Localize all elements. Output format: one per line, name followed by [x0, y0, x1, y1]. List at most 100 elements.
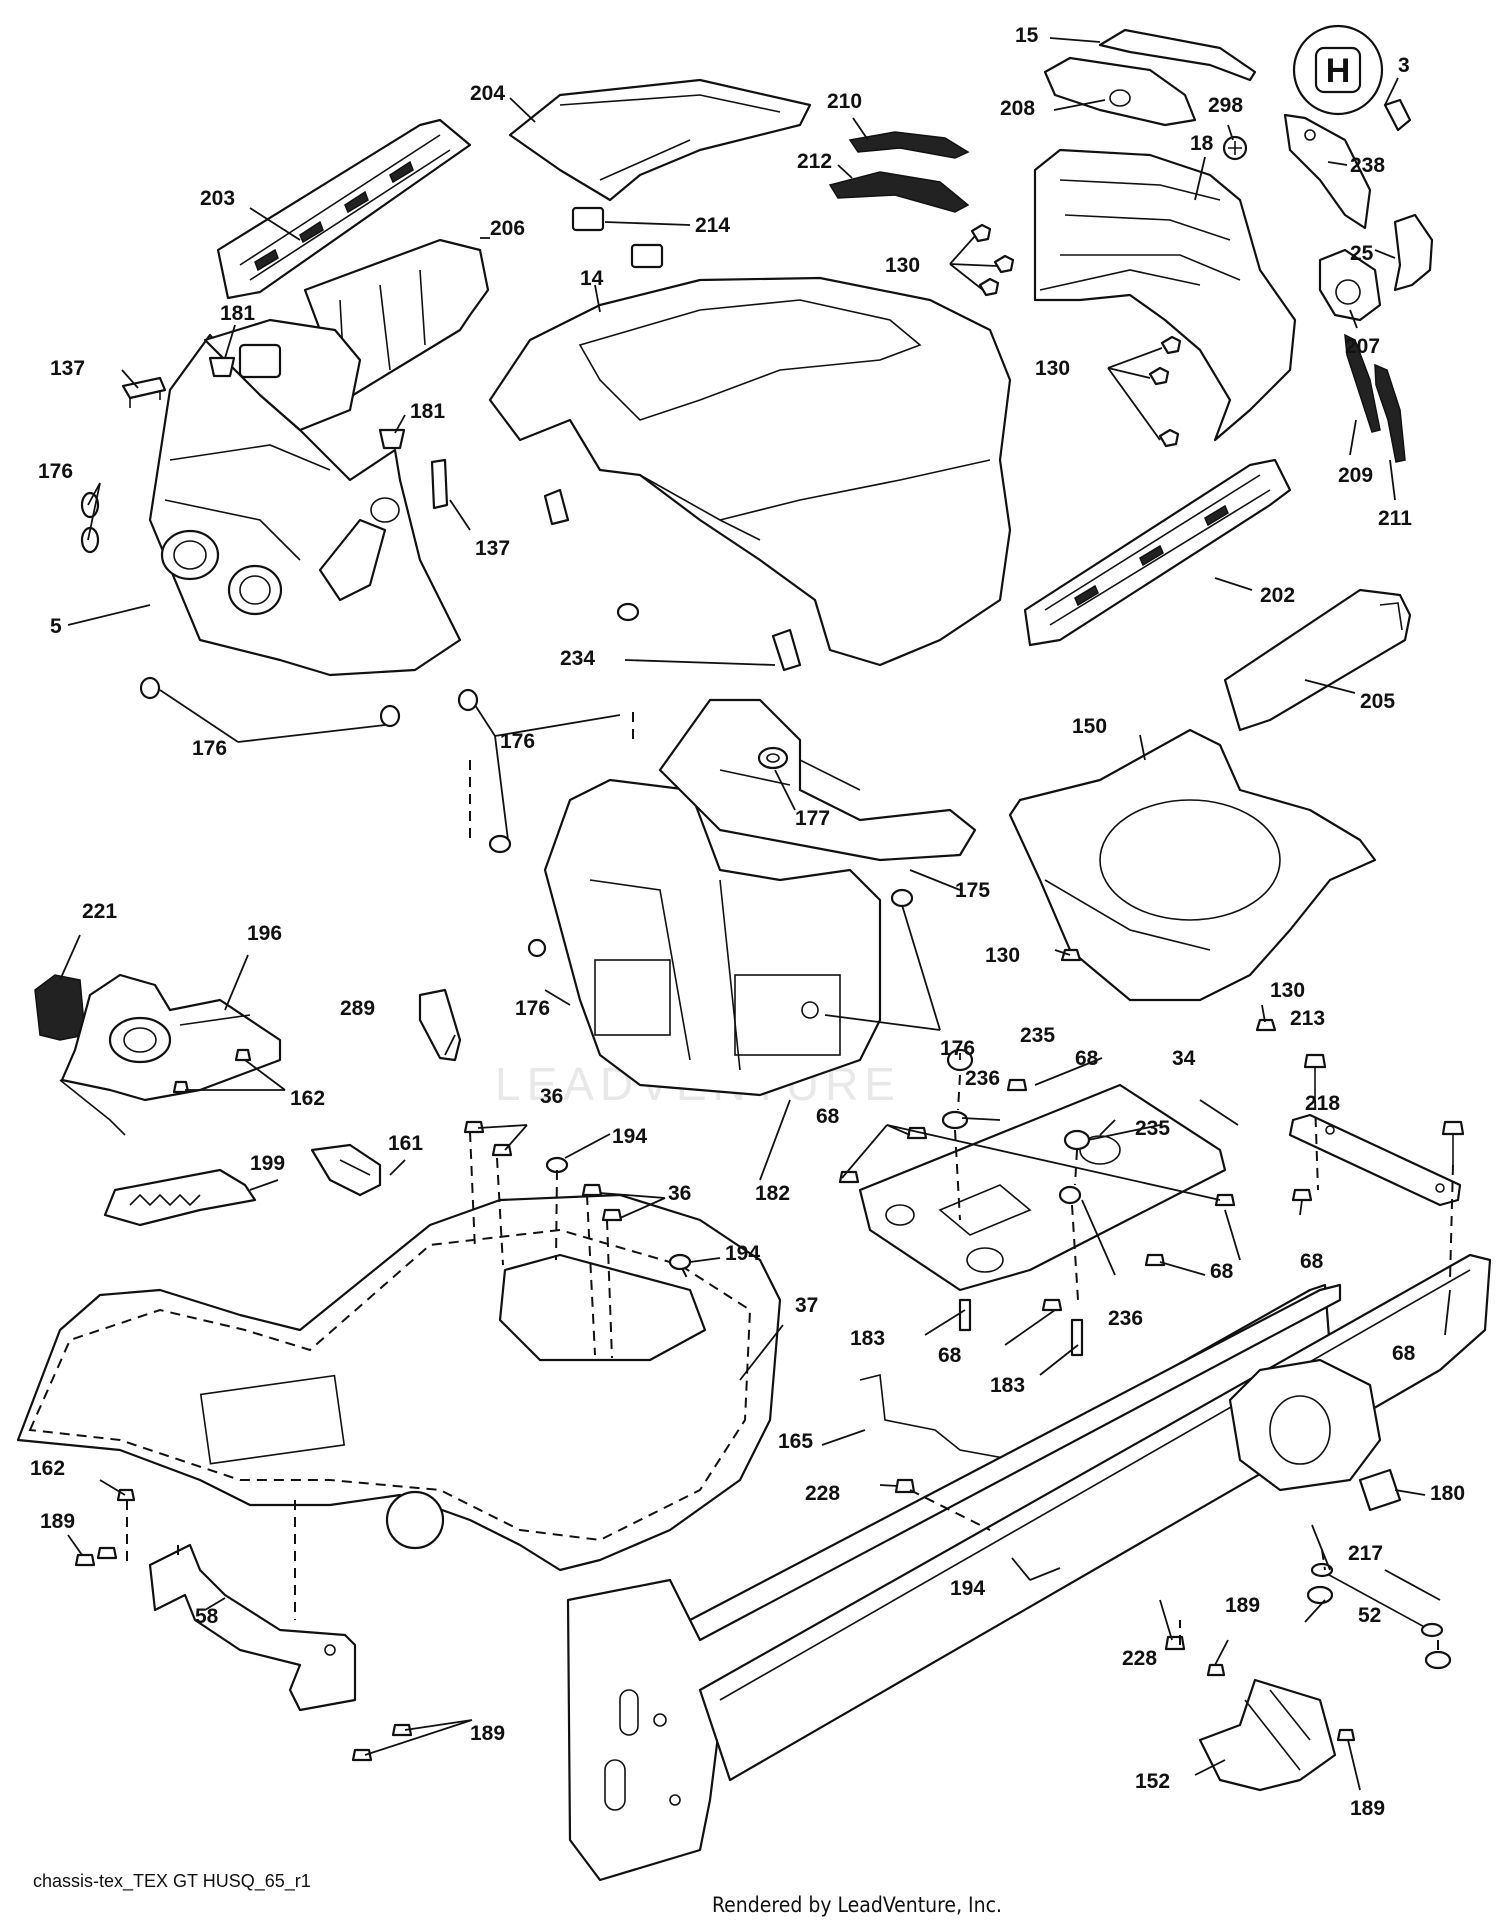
- part-183-bolts: [958, 1298, 1084, 1357]
- callout-176-d: 176: [515, 997, 550, 1020]
- callout-194-b: 194: [725, 1242, 760, 1265]
- callout-18: 18: [1190, 132, 1214, 155]
- part-14-hood: [488, 276, 1012, 667]
- part-205-panel: [1223, 588, 1412, 732]
- callout-209: 209: [1338, 464, 1373, 487]
- part-52-bushings: [1306, 1585, 1452, 1670]
- callout-176-a: 176: [38, 460, 73, 483]
- callout-235-a: 235: [1020, 1024, 1055, 1047]
- callout-175: 175: [955, 879, 990, 902]
- part-203-grille: [216, 118, 472, 300]
- part-58-bracket: [148, 1543, 357, 1712]
- callout-181-b: 181: [410, 400, 445, 423]
- part-162-screws-tank: [172, 1048, 252, 1094]
- callout-189-c: 189: [470, 1722, 505, 1745]
- part-208-headlight-bezel: [1043, 56, 1197, 127]
- part-212-grille-insert: [828, 171, 970, 213]
- logo-letter: H: [1326, 52, 1351, 90]
- part-181-clip-a: [208, 356, 236, 378]
- part-202-lower-grille: [1023, 458, 1292, 647]
- callout-5: 5: [50, 615, 62, 638]
- callout-176-e: 176: [940, 1037, 975, 1060]
- part-130-screws-upper: [970, 223, 1182, 448]
- callout-235-b: 235: [1135, 1117, 1170, 1140]
- part-218-bracket: [1288, 1113, 1462, 1207]
- part-150-underpan: [1008, 728, 1377, 1002]
- callout-25: 25: [1350, 242, 1374, 265]
- callout-211: 211: [1378, 507, 1412, 530]
- callout-36-a: 36: [540, 1085, 563, 1108]
- callout-150: 150: [1072, 715, 1107, 738]
- callout-218: 218: [1305, 1092, 1340, 1115]
- callout-14: 14: [580, 267, 604, 290]
- callout-207: 207: [1345, 335, 1380, 358]
- part-214-clips: [571, 206, 664, 269]
- callout-165: 165: [778, 1430, 813, 1453]
- callout-130-c: 130: [985, 944, 1020, 967]
- callout-238: 238: [1350, 154, 1385, 177]
- callout-176-c: 176: [500, 730, 535, 753]
- callout-183-b: 183: [990, 1374, 1025, 1397]
- callout-15: 15: [1015, 24, 1039, 47]
- part-37-footboard: [16, 1193, 782, 1572]
- callout-3: 3: [1398, 54, 1410, 77]
- callout-162-b: 162: [30, 1457, 65, 1480]
- callout-137-a: 137: [50, 357, 85, 380]
- part-238-lens: [1283, 113, 1372, 230]
- part-161-handle: [310, 1143, 382, 1197]
- callout-217: 217: [1348, 1542, 1383, 1565]
- callout-68-e: 68: [938, 1344, 962, 1367]
- callout-68-c: 68: [1300, 1250, 1324, 1273]
- part-3-emblem: [1383, 98, 1412, 132]
- part-152-cover: [1198, 1678, 1337, 1792]
- part-211-grille-strip: [1374, 363, 1406, 463]
- callout-199: 199: [250, 1152, 285, 1175]
- assembly-lines: [126, 712, 1454, 1650]
- callout-68-b: 68: [816, 1105, 840, 1128]
- callout-214: 214: [695, 214, 730, 237]
- part-137-bracket-b: [430, 458, 449, 510]
- callout-labels: 15 3 204 208 210 212 298 18 238 203 214 …: [30, 24, 1465, 1820]
- rendered-by-caption: Rendered by LeadVenture, Inc.: [712, 1893, 1002, 1917]
- part-3-logo: H: [1292, 24, 1384, 116]
- diagram-id-caption: chassis-tex_TEX GT HUSQ_65_r1: [33, 1871, 311, 1891]
- callout-152: 152: [1135, 1770, 1170, 1793]
- part-137-bracket-a: [121, 376, 167, 408]
- callout-212: 212: [797, 150, 832, 173]
- part-289-bracket: [418, 988, 462, 1062]
- callout-298: 298: [1208, 94, 1243, 117]
- part-199-plate: [103, 1168, 257, 1227]
- callout-194-a: 194: [612, 1125, 647, 1148]
- part-180-frame: [566, 1253, 1492, 1882]
- callout-181-a: 181: [220, 302, 255, 325]
- part-189-bolts-bracket: [74, 1546, 413, 1762]
- callout-183-a: 183: [850, 1327, 885, 1350]
- callout-58: 58: [195, 1605, 219, 1628]
- callout-34: 34: [1172, 1047, 1196, 1070]
- callout-210: 210: [827, 90, 862, 113]
- callout-180: 180: [1430, 1482, 1465, 1505]
- callout-206: 206: [490, 217, 525, 240]
- callout-196: 196: [247, 922, 282, 945]
- callout-130-b: 130: [1035, 357, 1070, 380]
- callout-189-d: 189: [1350, 1797, 1385, 1820]
- callout-137-b: 137: [475, 537, 510, 560]
- part-217-rod: [1310, 1562, 1444, 1638]
- part-34-mount-plate: [858, 1083, 1227, 1292]
- part-210-grille-insert: [848, 131, 970, 159]
- part-182-lower-cowl: [543, 778, 882, 1097]
- callout-228-a: 228: [805, 1482, 840, 1505]
- callout-130-a: 130: [885, 254, 920, 277]
- callout-36-b: 36: [668, 1182, 691, 1205]
- callout-213: 213: [1290, 1007, 1325, 1030]
- callout-236-b: 236: [1108, 1307, 1143, 1330]
- part-298-plug: [1222, 135, 1248, 161]
- part-176-grommets: [80, 491, 914, 958]
- callout-236-a: 236: [965, 1067, 1000, 1090]
- part-36-bolts: [463, 1120, 623, 1222]
- callout-161: 161: [388, 1132, 423, 1155]
- part-18-front-nose: [1033, 148, 1297, 442]
- leader-lines: [59, 37, 1451, 1791]
- callout-194-c: 194: [950, 1577, 985, 1600]
- part-175-support: [658, 698, 977, 862]
